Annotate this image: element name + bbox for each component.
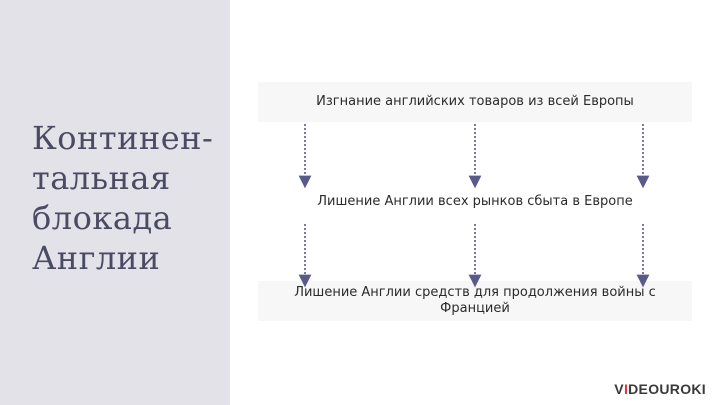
title-line-4: Англии <box>32 239 161 277</box>
consequence-box-1: Изгнание английских товаров из всей Евро… <box>258 82 692 122</box>
consequence-box-2: Лишение Англии всех рынков сбыта в Европ… <box>258 182 692 222</box>
logo-rest: DEOUROKI <box>628 381 706 397</box>
logo-v: V <box>614 381 624 397</box>
slide-title: Континен- тальная блокада Англии <box>32 118 213 278</box>
left-panel <box>0 0 230 405</box>
title-line-2: тальная <box>32 159 171 197</box>
title-line-3: блокада <box>32 199 173 237</box>
logo-i: I <box>623 381 629 397</box>
videouroki-logo: VIDEOUROKI <box>614 381 706 397</box>
consequence-box-3: Лишение Англии средств для продолжения в… <box>258 281 692 321</box>
title-line-1: Континен- <box>32 119 214 157</box>
